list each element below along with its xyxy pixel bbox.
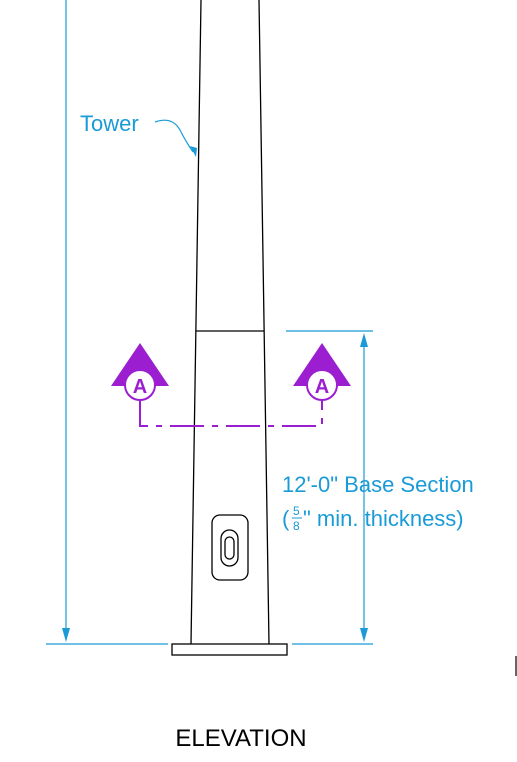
view-title: ELEVATION [175, 725, 306, 752]
hand-hole-frame [211, 514, 249, 581]
section-cut-line [139, 400, 323, 427]
section-cut-a: A A [111, 343, 351, 427]
fraction-numerator: 5 [293, 504, 300, 518]
fraction-denominator: 8 [293, 519, 300, 533]
section-marker-right: A [293, 343, 351, 401]
section-arrow-left [111, 343, 169, 386]
section-marker-left: A [111, 343, 169, 401]
section-letter-right: A [315, 376, 329, 398]
hand-hole-cover [220, 529, 239, 567]
hand-hole-opening [224, 536, 235, 560]
base-plate [171, 643, 288, 656]
open-paren: ( [282, 506, 290, 531]
section-arrow-right [293, 343, 351, 386]
tower-left-edge [190, 0, 202, 645]
tower-label: Tower [80, 111, 139, 136]
base-section-thickness-label: ( [282, 506, 290, 531]
overall-dimension-arrow [62, 628, 70, 642]
tower-body [171, 0, 288, 656]
section-bubble-right [306, 369, 338, 401]
base-section-dimension [286, 330, 373, 645]
tower-leader [154, 119, 197, 157]
hand-hole [211, 514, 249, 581]
tower-leader-line [154, 119, 194, 153]
overall-height-dimension [46, 0, 168, 645]
section-bubble-left [124, 369, 156, 401]
section-letter-left: A [133, 376, 147, 398]
base-dimension-arrow-bottom [360, 628, 368, 642]
base-section-label: 12'-0" Base Section [282, 472, 474, 497]
tower-right-edge [258, 0, 270, 645]
tower-leader-arrow [190, 146, 197, 157]
base-dimension-arrow-top [360, 333, 368, 347]
thickness-rest-label: " min. thickness) [303, 506, 464, 531]
